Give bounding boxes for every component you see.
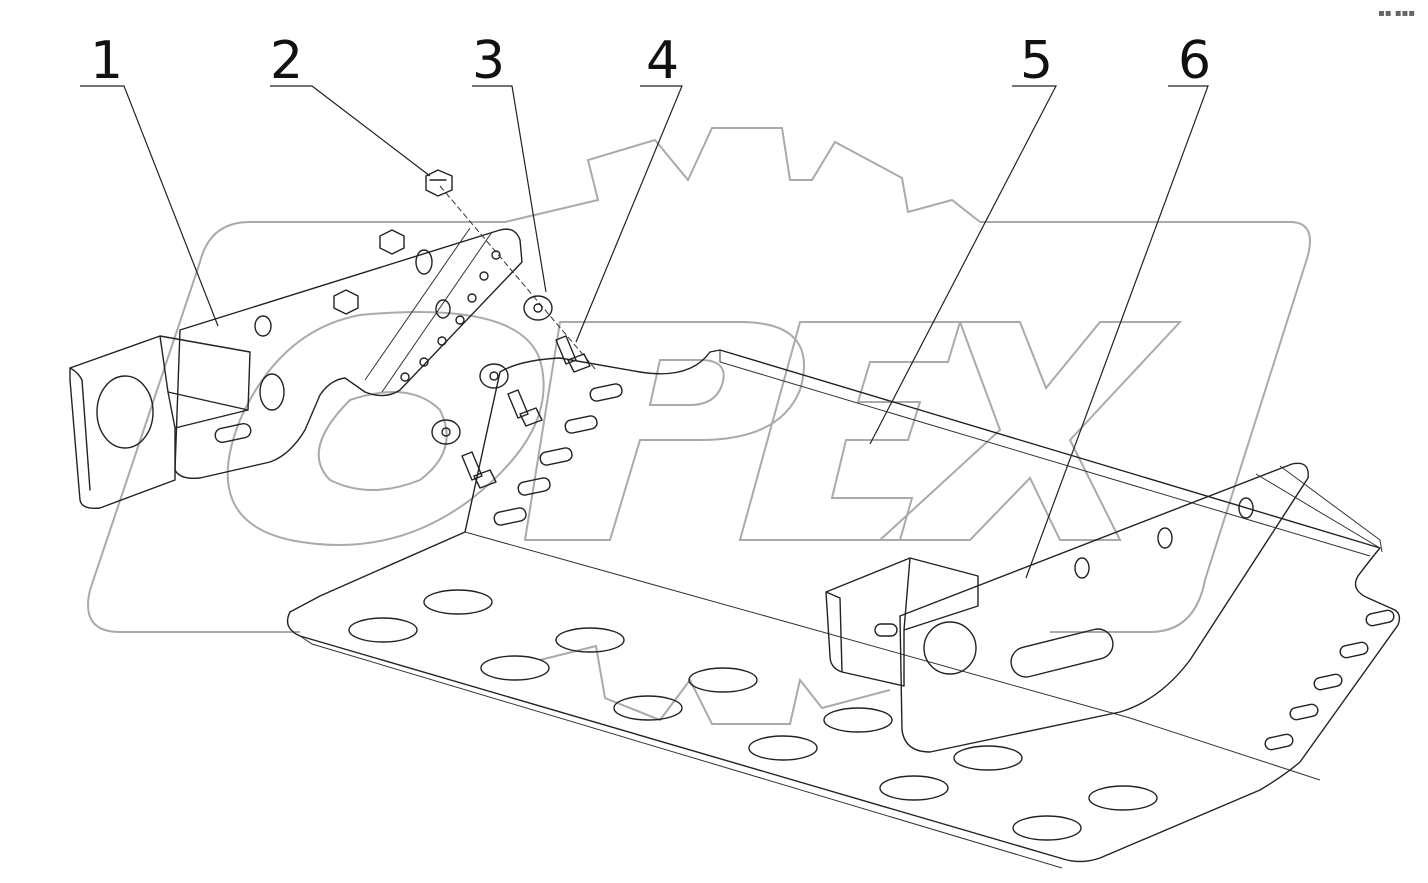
callout-3: 3 [472, 31, 505, 91]
leader-3 [472, 85, 547, 293]
bolt-part-4 [555, 335, 591, 373]
leader-1 [80, 85, 219, 327]
lightening-holes [348, 589, 1158, 841]
callout-numbers: 1 2 3 4 5 6 [90, 31, 1211, 91]
leader-2 [270, 85, 431, 177]
leader-4 [575, 85, 683, 343]
watermark-letter-p [523, 321, 805, 541]
left-bracket [69, 227, 523, 510]
right-bracket [825, 462, 1383, 753]
watermark-gear-bottom [539, 644, 891, 725]
washer-part-3 [523, 295, 553, 321]
callout-6: 6 [1178, 31, 1211, 91]
watermark-letter-o [226, 311, 545, 546]
leader-5 [869, 85, 1057, 445]
watermark-badge-outline [87, 221, 1311, 633]
callout-leaders [80, 85, 1209, 579]
washer-lower-b [431, 419, 461, 445]
leader-6 [1025, 85, 1209, 579]
callout-1: 1 [90, 31, 123, 91]
right-bracket-plate [899, 462, 1309, 753]
callout-2: 2 [270, 31, 303, 91]
bolt-lower-a [507, 389, 543, 427]
left-bracket-tube [69, 335, 251, 510]
bracket-nut-top [379, 229, 405, 255]
watermark-gear-outline [504, 127, 981, 223]
callout-4: 4 [646, 31, 679, 91]
watermark [87, 127, 1311, 725]
bracket-nut-mid [333, 289, 359, 315]
left-bracket-plate [174, 228, 523, 480]
assembly-axis [439, 185, 597, 371]
nut-part-2 [425, 169, 453, 197]
watermark-letter-e [738, 321, 962, 541]
right-bracket-tube [825, 557, 979, 687]
callout-5: 5 [1020, 31, 1053, 91]
skid-plate-outline [286, 349, 1401, 863]
bolt-lower-b [461, 451, 497, 489]
right-flange-slots [1264, 609, 1395, 751]
skid-plate [286, 349, 1401, 869]
corner-mark: ▪▪ ▪▪▪ [1378, 8, 1415, 19]
watermark-letter-x [877, 321, 1183, 541]
hardware [425, 169, 597, 489]
flange-slots [493, 383, 623, 526]
washer-lower-a [479, 363, 509, 389]
